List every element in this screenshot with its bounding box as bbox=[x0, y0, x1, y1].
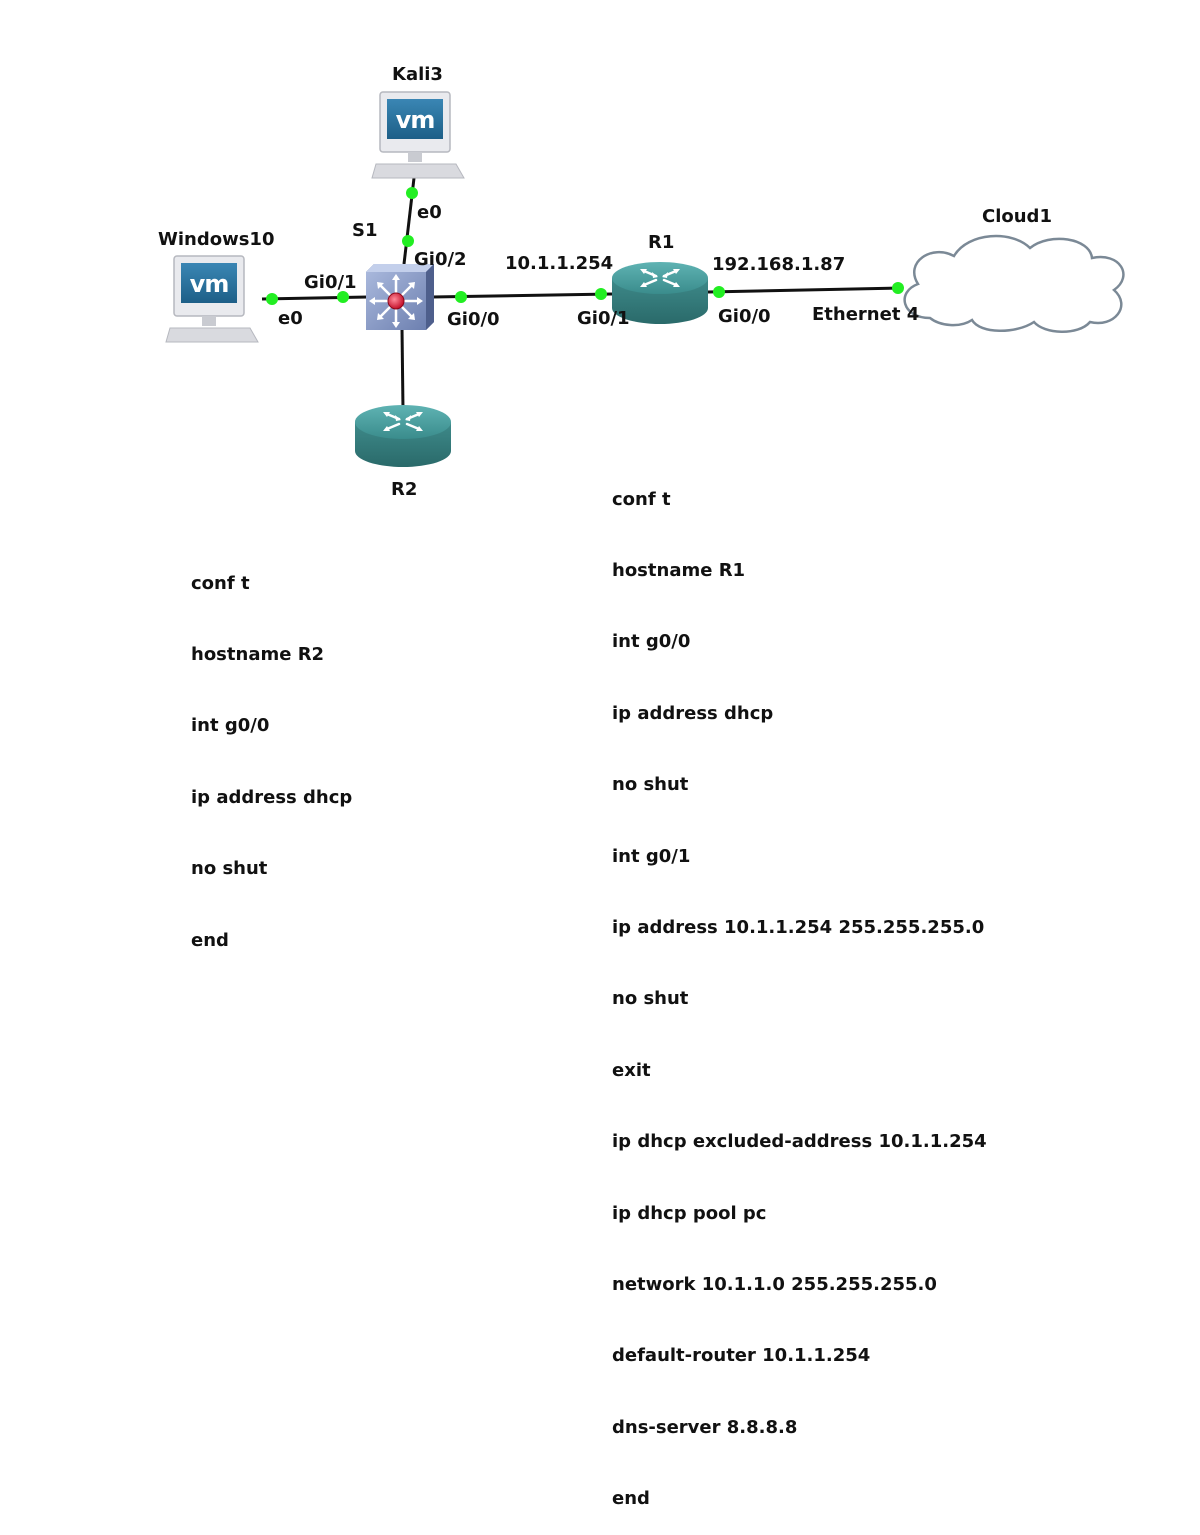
config-line: exit bbox=[612, 1059, 651, 1081]
switch-gi00-label: Gi0/0 bbox=[447, 309, 500, 330]
config-line: no shut bbox=[612, 774, 689, 796]
r2-label: R2 bbox=[391, 479, 417, 500]
port-dot-cloud-eth[interactable] bbox=[892, 282, 904, 294]
r2-router-icon[interactable] bbox=[355, 405, 451, 467]
windows10-label: Windows10 bbox=[158, 229, 274, 250]
r2-config-block: conf t hostname R2 int g0/0 ip address d… bbox=[191, 524, 352, 976]
r1-config-block: conf t hostname R1 int g0/0 ip address d… bbox=[612, 440, 987, 1535]
config-line: int g0/1 bbox=[612, 845, 691, 867]
s1-label: S1 bbox=[352, 220, 378, 241]
kali-e0-label: e0 bbox=[417, 202, 442, 223]
cloud1-label: Cloud1 bbox=[982, 206, 1052, 227]
link-windows-switch[interactable] bbox=[261, 295, 369, 301]
link-r1-cloud[interactable] bbox=[707, 286, 904, 294]
config-line: ip dhcp excluded-address 10.1.1.254 bbox=[612, 1131, 987, 1153]
config-line: hostname R2 bbox=[191, 643, 325, 665]
windows-e0-label: e0 bbox=[278, 308, 303, 329]
config-line: default-router 10.1.1.254 bbox=[612, 1345, 871, 1367]
cloud1-cloud-icon[interactable] bbox=[903, 234, 1125, 333]
windows10-vm-badge: vm bbox=[190, 270, 229, 298]
config-line: network 10.1.1.0 255.255.255.0 bbox=[612, 1273, 937, 1295]
port-dot-windows-e0[interactable] bbox=[266, 293, 278, 305]
port-dots bbox=[266, 187, 904, 305]
r1-label: R1 bbox=[648, 232, 674, 253]
r1-gi00-ip-label: 192.168.1.87 bbox=[712, 254, 845, 275]
config-line: no shut bbox=[612, 988, 689, 1010]
port-dot-switch-gi00[interactable] bbox=[455, 291, 467, 303]
windows10-vm-workstation-icon[interactable]: vm bbox=[165, 255, 259, 343]
port-dot-r1-gi01[interactable] bbox=[595, 288, 607, 300]
r1-gi01-ip-label: 10.1.1.254 bbox=[505, 253, 613, 274]
switch-gi02-label: Gi0/2 bbox=[414, 249, 467, 270]
port-dot-r1-gi00[interactable] bbox=[713, 286, 725, 298]
links bbox=[261, 177, 904, 411]
kali3-vm-workstation-icon[interactable]: vm bbox=[371, 91, 465, 179]
config-line: conf t bbox=[612, 488, 671, 510]
link-switch-r2[interactable] bbox=[400, 327, 405, 411]
port-dot-kali-e0[interactable] bbox=[406, 187, 418, 199]
port-dot-switch-gi01[interactable] bbox=[337, 291, 349, 303]
config-line: ip dhcp pool pc bbox=[612, 1202, 767, 1224]
kali3-vm-badge: vm bbox=[396, 106, 435, 134]
config-line: ip address dhcp bbox=[612, 702, 774, 724]
switch-gi01-label: Gi0/1 bbox=[304, 272, 357, 293]
port-dot-switch-gi02[interactable] bbox=[402, 235, 414, 247]
kali3-label: Kali3 bbox=[392, 64, 443, 85]
config-line: dns-server 8.8.8.8 bbox=[612, 1416, 798, 1438]
config-line: int g0/0 bbox=[191, 715, 270, 737]
topology-diagram: vm vm bbox=[158, 64, 1125, 500]
r1-gi00-label: Gi0/0 bbox=[718, 306, 771, 327]
config-line: conf t bbox=[191, 572, 250, 594]
r1-gi01-label: Gi0/1 bbox=[577, 308, 630, 329]
r1-router-icon[interactable] bbox=[612, 262, 708, 324]
config-line: int g0/0 bbox=[612, 631, 691, 653]
config-line: ip address 10.1.1.254 255.255.255.0 bbox=[612, 916, 985, 938]
config-line: hostname R1 bbox=[612, 559, 746, 581]
config-line: no shut bbox=[191, 858, 268, 880]
s1-multilayer-switch-icon[interactable] bbox=[366, 264, 434, 330]
cloud-ethernet-label: Ethernet 4 bbox=[812, 304, 919, 325]
config-line: end bbox=[612, 1488, 650, 1510]
config-line: end bbox=[191, 929, 229, 951]
config-line: ip address dhcp bbox=[191, 786, 353, 808]
